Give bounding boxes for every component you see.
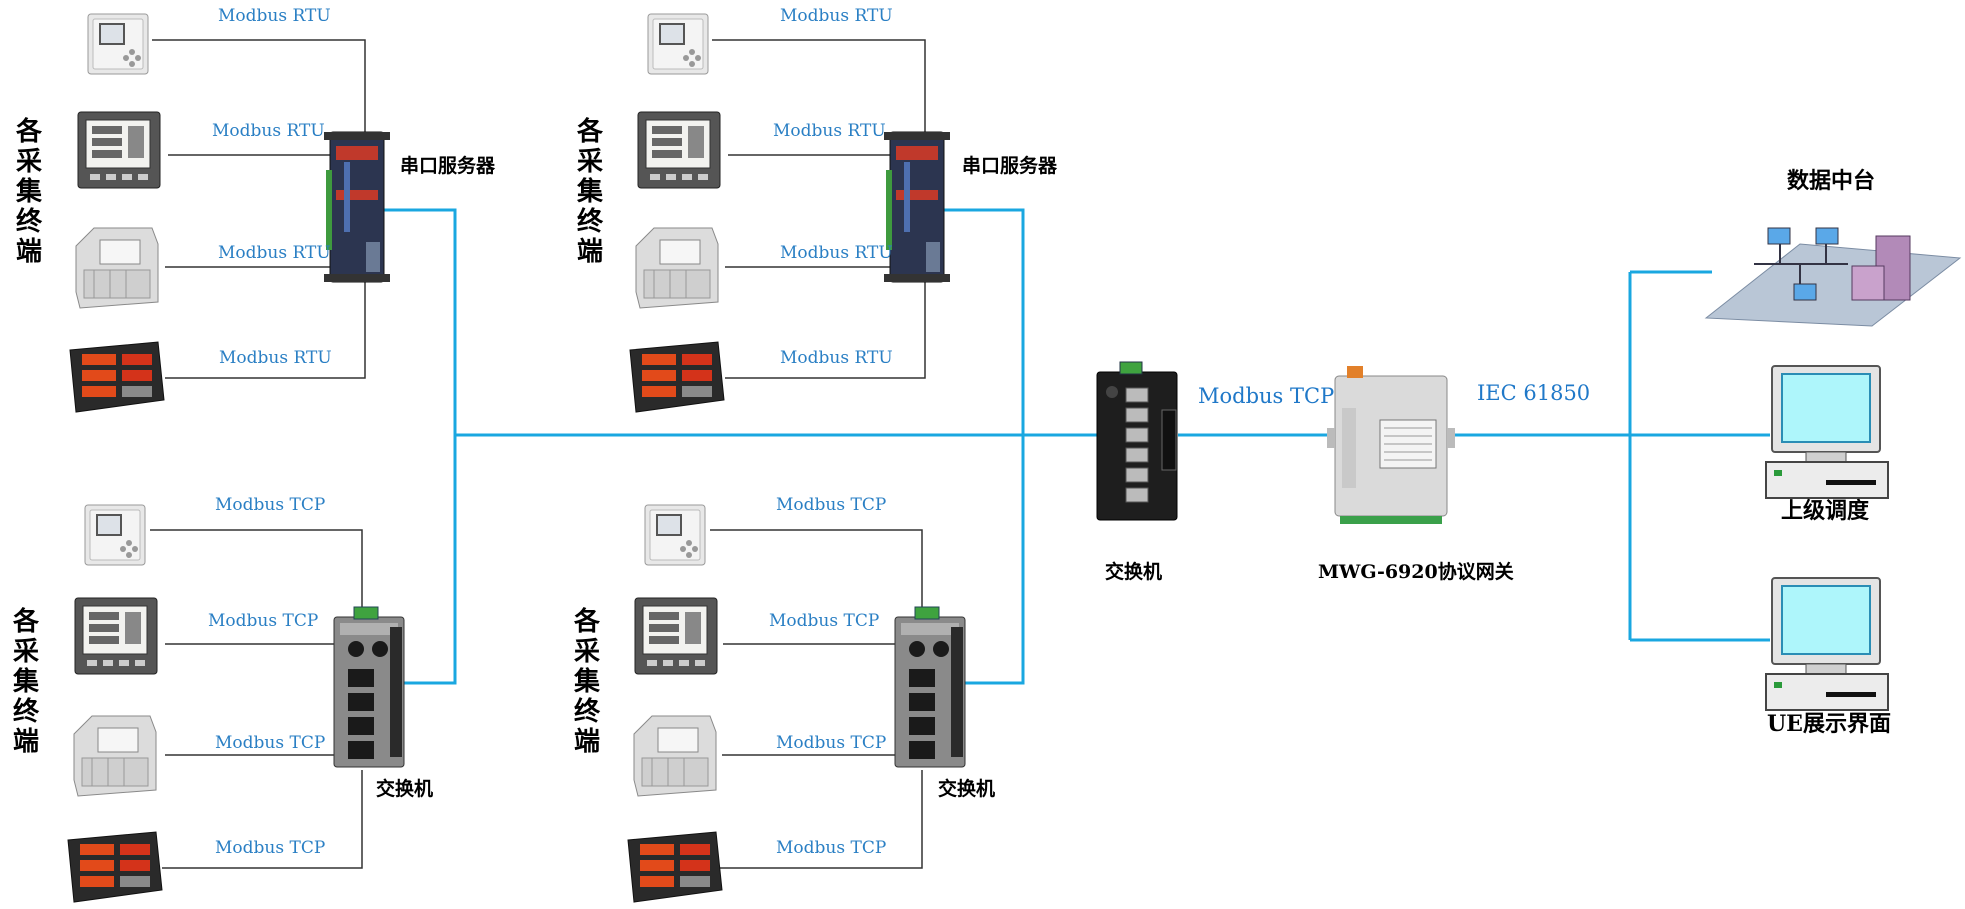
- terminal-meter-icon: [634, 597, 718, 675]
- protocol-label: Modbus TCP: [215, 733, 325, 753]
- terminal-din-meter-icon: [73, 715, 157, 797]
- svg-text:端: 端: [16, 237, 42, 267]
- terminal-group-label: 各 采 集 终 端: [573, 606, 601, 757]
- protocol-label-backbone: Modbus TCP: [1198, 384, 1334, 408]
- gateway-icon: [1327, 366, 1455, 524]
- upper-dispatch-label: 上级调度: [1781, 498, 1870, 524]
- protocol-label: Modbus RTU: [212, 121, 325, 141]
- protocol-label: Modbus RTU: [773, 121, 886, 141]
- protocol-label: Modbus RTU: [780, 243, 893, 263]
- switch-icon: [333, 606, 405, 768]
- upper-dispatch-pc-icon: [1765, 365, 1889, 499]
- central-switch-label: 交换机: [1105, 560, 1162, 583]
- serial-server-label: 串口服务器: [962, 154, 1058, 177]
- protocol-labels: Modbus RTU Modbus RTU Modbus RTU Modbus …: [208, 6, 1590, 858]
- svg-text:采: 采: [13, 637, 39, 667]
- protocol-label-iec: IEC 61850: [1477, 381, 1590, 405]
- terminal-meter-icon: [637, 111, 721, 189]
- serial-server-label: 串口服务器: [400, 154, 496, 177]
- protocol-label: Modbus TCP: [208, 611, 318, 631]
- central-switch-icon: [1096, 361, 1178, 521]
- terminal-relay-icon: [644, 504, 706, 566]
- data-center-label: 数据中台: [1787, 168, 1875, 194]
- svg-text:集: 集: [573, 666, 601, 697]
- terminal-din-meter-icon: [633, 715, 717, 797]
- device-labels: 串口服务器 串口服务器 交换机 交换机 交换机 MWG-6920协议网关 数据中…: [376, 154, 1891, 800]
- switch-label: 交换机: [938, 777, 995, 800]
- terminal-digital-meter-icon: [627, 831, 723, 903]
- protocol-label: Modbus TCP: [776, 733, 886, 753]
- gateway-label: MWG-6920协议网关: [1318, 560, 1514, 583]
- switch-icon: [894, 606, 966, 768]
- svg-text:各: 各: [12, 606, 40, 637]
- protocol-label: Modbus RTU: [218, 243, 331, 263]
- protocol-label: Modbus RTU: [219, 348, 332, 368]
- protocol-label: Modbus TCP: [776, 838, 886, 858]
- ue-display-pc-icon: [1765, 577, 1889, 711]
- terminal-digital-meter-icon: [69, 341, 165, 413]
- svg-text:端: 端: [13, 727, 39, 757]
- svg-text:采: 采: [574, 637, 600, 667]
- terminal-digital-meter-icon: [629, 341, 725, 413]
- svg-text:采: 采: [577, 147, 603, 177]
- svg-text:各: 各: [576, 116, 604, 147]
- svg-text:各: 各: [15, 116, 43, 147]
- svg-text:终: 终: [13, 696, 40, 727]
- terminal-din-meter-icon: [635, 227, 719, 309]
- terminal-digital-meter-icon: [67, 831, 163, 903]
- protocol-label: Modbus TCP: [215, 495, 325, 515]
- svg-text:终: 终: [574, 696, 601, 727]
- svg-text:终: 终: [577, 206, 604, 237]
- backbone-links: [382, 208, 1770, 685]
- terminal-din-meter-icon: [75, 227, 159, 309]
- terminal-group-label: 各 采 集 终 端: [15, 116, 43, 267]
- svg-text:集: 集: [576, 176, 604, 207]
- svg-text:集: 集: [12, 666, 40, 697]
- ue-display-label: UE展示界面: [1767, 711, 1891, 737]
- protocol-label: Modbus RTU: [780, 6, 893, 26]
- svg-text:端: 端: [574, 727, 600, 757]
- terminal-relay-icon: [87, 13, 149, 75]
- switch-label: 交换机: [376, 777, 433, 800]
- svg-text:端: 端: [577, 237, 603, 267]
- terminal-relay-icon: [84, 504, 146, 566]
- terminal-links: [150, 39, 926, 869]
- svg-text:终: 终: [16, 206, 43, 237]
- data-center-network-icon: [1704, 227, 1962, 327]
- protocol-label: Modbus TCP: [769, 611, 879, 631]
- svg-text:集: 集: [15, 176, 43, 207]
- terminal-group-label: 各 采 集 终 端: [12, 606, 40, 757]
- serial-server-icon: [883, 131, 951, 283]
- terminal-meter-icon: [74, 597, 158, 675]
- protocol-label: Modbus RTU: [218, 6, 331, 26]
- terminal-relay-icon: [647, 13, 709, 75]
- svg-text:各: 各: [573, 606, 601, 637]
- terminal-meter-icon: [77, 111, 161, 189]
- protocol-label: Modbus TCP: [215, 838, 325, 858]
- protocol-label: Modbus RTU: [780, 348, 893, 368]
- svg-text:采: 采: [16, 147, 42, 177]
- protocol-label: Modbus TCP: [776, 495, 886, 515]
- terminal-group-label: 各 采 集 终 端: [576, 116, 604, 267]
- serial-server-icon: [323, 131, 391, 283]
